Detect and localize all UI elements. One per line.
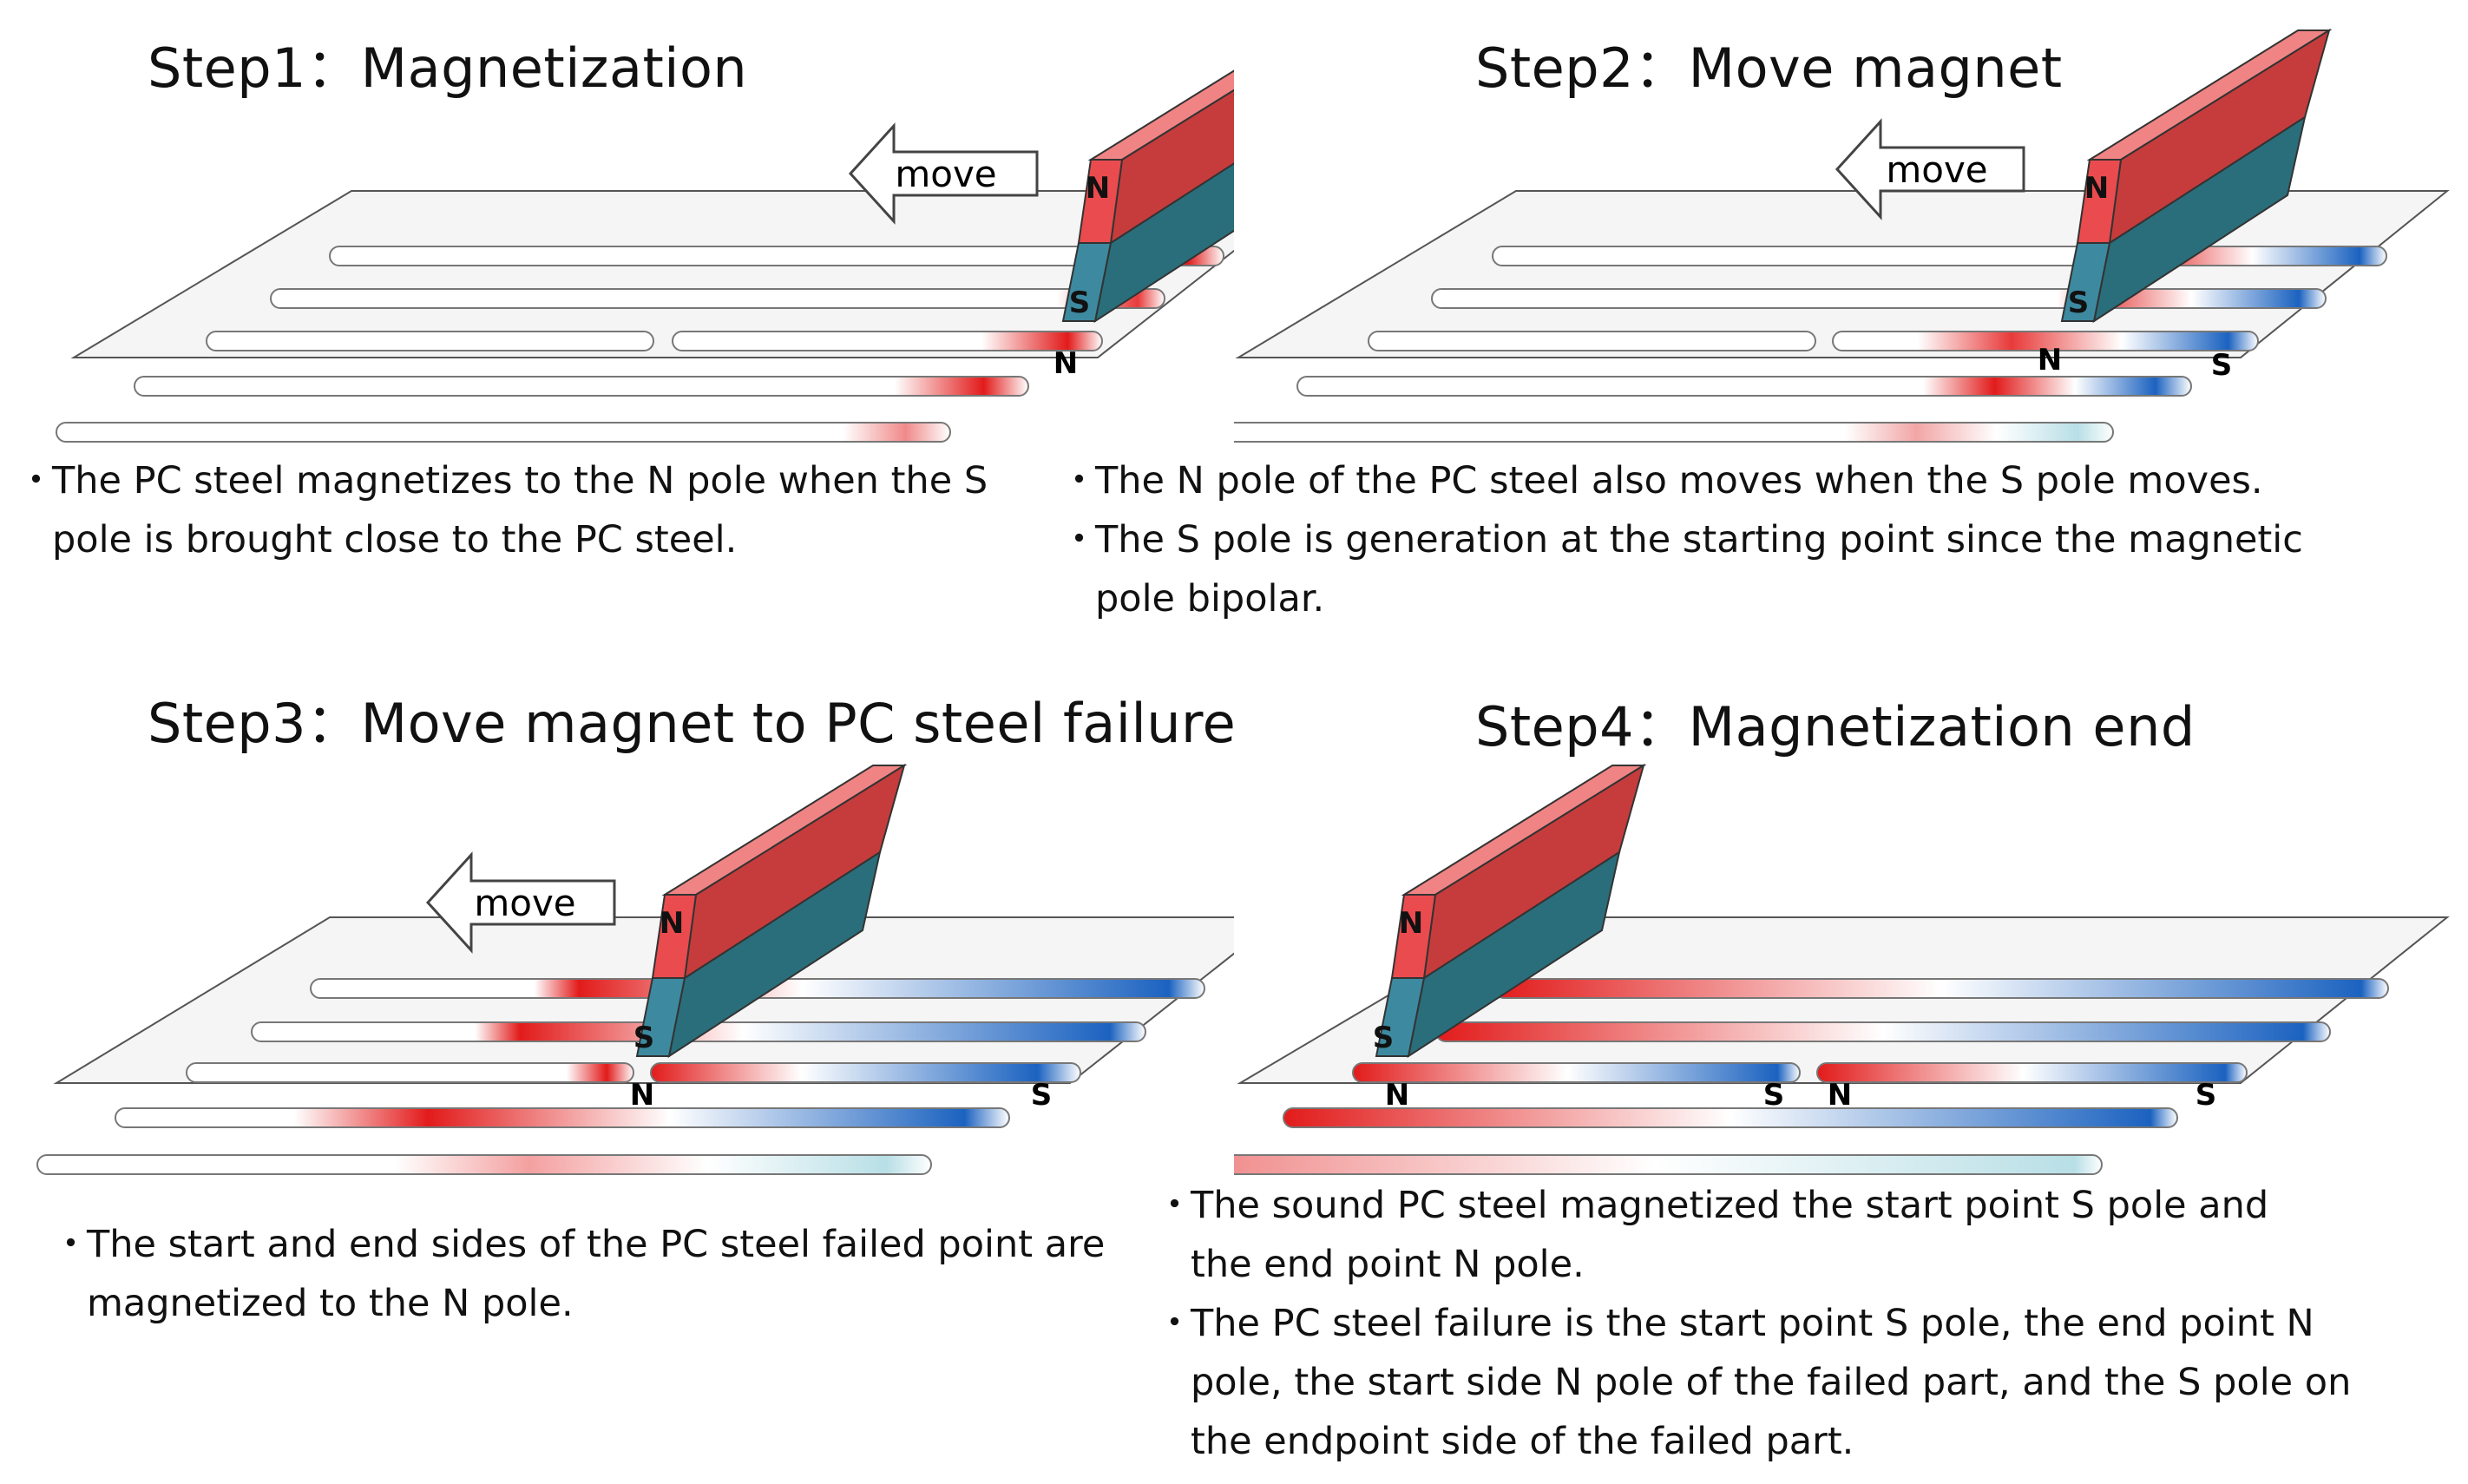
pc-steel-strand [1492,246,2387,266]
strand-s-label: S [2211,348,2233,383]
strand-n-label: N [630,1078,654,1113]
bullet: ・ [1060,518,1098,561]
strand-s-label: S [1031,1078,1053,1113]
step-title: Step4：Magnetization end [1475,695,2196,758]
step-title: Step2：Move magnet [1475,36,2063,100]
strand-n-label: N [1828,1078,1852,1113]
note-item: ・ The PC steel failure is the start poin… [1156,1294,2423,1471]
note-item: ・ The sound PC steel magnetized the star… [1156,1176,2423,1294]
move-label: move [1886,148,1987,191]
notes-list: ・ The PC steel magnetizes to the N pole … [17,451,1024,569]
note-item: ・ The start and end sides of the PC stee… [52,1215,1180,1333]
move-arrow [425,851,616,954]
concrete-plate [53,916,1234,1084]
pc-steel-strand [1368,331,1816,351]
magnet-n-label: N [1086,171,1110,206]
panel-step4: N S N S N S Step4：Magnetization end ・ Th… [1156,695,2468,1484]
move-arrow [848,122,1039,225]
pc-steel-strand [1283,1107,2178,1128]
pc-steel-strand [329,246,1224,266]
diagram-step2: move N S N S [1234,28,2450,443]
pc-steel-strand [1832,331,2259,351]
pc-steel-strand [650,1062,1081,1083]
diagram-step1: move N S N [56,69,1234,443]
strand-n-label: N [1385,1078,1409,1113]
note-text: The S pole is generation at the starting… [1095,518,2303,621]
move-label: move [474,882,575,924]
magnet-s-label: S [633,1021,655,1055]
pc-steel-strand [1435,1021,2331,1042]
bullet: ・ [52,1223,89,1266]
pc-steel-strand [1296,376,2192,397]
note-item: ・ The PC steel magnetizes to the N pole … [17,451,1024,569]
pc-steel-strand [186,1062,634,1083]
pc-steel-strand [270,288,1165,309]
bullet: ・ [17,459,55,502]
strand-n-label: N [2038,343,2062,378]
pc-steel-strand [36,1154,932,1175]
pc-steel-strand [1234,1154,2103,1175]
note-item: ・ The N pole of the PC steel also moves … [1060,451,2449,510]
note-text: The sound PC steel magnetized the start … [1191,1184,2269,1286]
magnet-n-label: N [660,906,684,941]
magnet: N S [1061,69,1234,324]
magnet-s-label: S [1373,1021,1395,1055]
note-text: The PC steel failure is the start point … [1191,1302,2352,1463]
panel-step2: move N S N S Step2：Move magnet ・ The N p… [1060,0,2468,742]
move-arrow [1835,118,2025,220]
pc-steel-strand [134,376,1029,397]
pc-steel-strand [1352,1062,1801,1083]
pc-steel-strand [1234,422,2114,443]
bullet: ・ [1156,1184,1193,1227]
notes-list: ・ The start and end sides of the PC stee… [52,1215,1180,1333]
note-item: ・ The S pole is generation at the starti… [1060,510,2449,628]
note-text: The PC steel magnetizes to the N pole wh… [52,459,988,561]
panel-step1: move N S N Step1：Magnetization ・ The PC … [0,0,1234,742]
diagram-step4: N S N S N S [1234,763,2450,1175]
step-title: Step3：Move magnet to PC steel failure [148,692,1237,755]
pc-steel-strand [206,331,654,351]
pc-steel-strand [672,331,1103,351]
diagram-step3: move N S N S [36,763,1234,1175]
magnet-s-label: S [1069,286,1091,320]
magnet: N S [633,763,908,1059]
pc-steel-strand [1493,978,2389,999]
strand-s-label: S [1763,1078,1785,1113]
pc-steel-strand [56,422,951,443]
panel-step3: move N S N S Step3：Move magnet to PC ste… [0,692,1236,1484]
strand-s-label: S [2196,1078,2217,1113]
magnet-n-label: N [1399,906,1423,941]
notes-list: ・ The sound PC steel magnetized the star… [1156,1176,2423,1471]
note-text: The N pole of the PC steel also moves wh… [1095,459,2263,502]
strand-n-label: N [1053,346,1078,381]
magnet: N S [1373,763,1647,1059]
pc-steel-strand [115,1107,1010,1128]
magnet-n-label: N [2084,171,2109,206]
pc-steel-strand [1816,1062,2248,1083]
pc-steel-strand [1431,288,2327,309]
magnet: N S [2060,28,2333,324]
bullet: ・ [1060,459,1098,502]
bullet: ・ [1156,1302,1193,1345]
magnet-s-label: S [2068,286,2090,320]
notes-list: ・ The N pole of the PC steel also moves … [1060,451,2449,628]
move-label: move [895,153,996,195]
step-title: Step1：Magnetization [148,36,748,100]
note-text: The start and end sides of the PC steel … [87,1223,1106,1325]
